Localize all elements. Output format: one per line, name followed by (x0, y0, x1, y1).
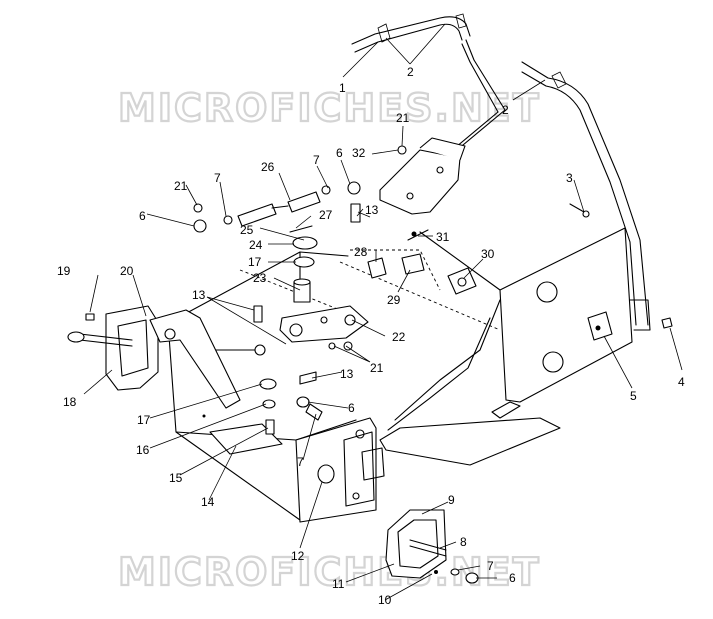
leader-lines (83, 23, 683, 601)
right-rail-tube (521, 61, 651, 331)
callout-20: 20 (120, 264, 134, 278)
callout-12: 12 (291, 549, 305, 563)
right-support-plate (295, 417, 385, 523)
callout-2: 2 (502, 103, 509, 117)
callout-13: 13 (365, 203, 379, 217)
left-mount-bracket (67, 305, 241, 409)
steering-bracket (379, 137, 466, 215)
callout-6: 6 (139, 209, 146, 223)
bushing-stack (292, 236, 318, 303)
callout-15: 15 (169, 471, 183, 485)
callout-17: 17 (137, 413, 151, 427)
callout-26: 26 (261, 160, 275, 174)
callout-13: 13 (340, 367, 354, 381)
callout-6: 6 (348, 401, 355, 415)
callout-19: 19 (57, 264, 71, 278)
right-side-panel (491, 227, 633, 419)
callout-13: 13 (192, 288, 206, 302)
callout-17: 17 (248, 255, 262, 269)
callout-18: 18 (63, 395, 77, 409)
link-plate (199, 305, 369, 356)
callout-30: 30 (481, 247, 495, 261)
callout-6: 6 (509, 571, 516, 585)
callout-3: 3 (566, 171, 573, 185)
callout-29: 29 (387, 293, 401, 307)
callout-21: 21 (396, 111, 410, 125)
right-fasteners (569, 203, 673, 331)
callout-labels: 1 2 2 3 4 5 6 6 6 6 7 7 7 7 8 9 10 11 12… (57, 65, 685, 607)
callout-28: 28 (354, 245, 368, 259)
callout-6: 6 (336, 146, 343, 160)
callout-24: 24 (249, 238, 263, 252)
watermark-bottom: MICROFICHES.NET (118, 550, 541, 594)
callout-7: 7 (297, 455, 304, 469)
callout-31: 31 (436, 230, 450, 244)
watermark-top: MICROFICHES.NET (118, 86, 541, 130)
callout-7: 7 (214, 171, 221, 185)
side-bracket-parts (350, 229, 477, 295)
callout-27: 27 (319, 208, 333, 222)
callout-16: 16 (136, 443, 150, 457)
callout-25: 25 (240, 223, 254, 237)
callout-5: 5 (630, 389, 637, 403)
callout-32: 32 (352, 146, 366, 160)
callout-4: 4 (678, 375, 685, 389)
callout-7: 7 (487, 559, 494, 573)
callout-23: 23 (253, 271, 267, 285)
lower-bracket (385, 509, 479, 584)
callout-1: 1 (339, 81, 346, 95)
callout-21: 21 (370, 361, 384, 375)
tie-rod-assembly (193, 145, 407, 233)
callout-7: 7 (313, 153, 320, 167)
lower-mount-parts (202, 371, 323, 455)
callout-8: 8 (460, 535, 467, 549)
callout-21: 21 (174, 179, 188, 193)
callout-22: 22 (392, 330, 406, 344)
callout-10: 10 (378, 593, 392, 607)
callout-14: 14 (201, 495, 215, 509)
callout-9: 9 (448, 493, 455, 507)
callout-11: 11 (332, 577, 345, 591)
callout-2: 2 (407, 65, 414, 79)
